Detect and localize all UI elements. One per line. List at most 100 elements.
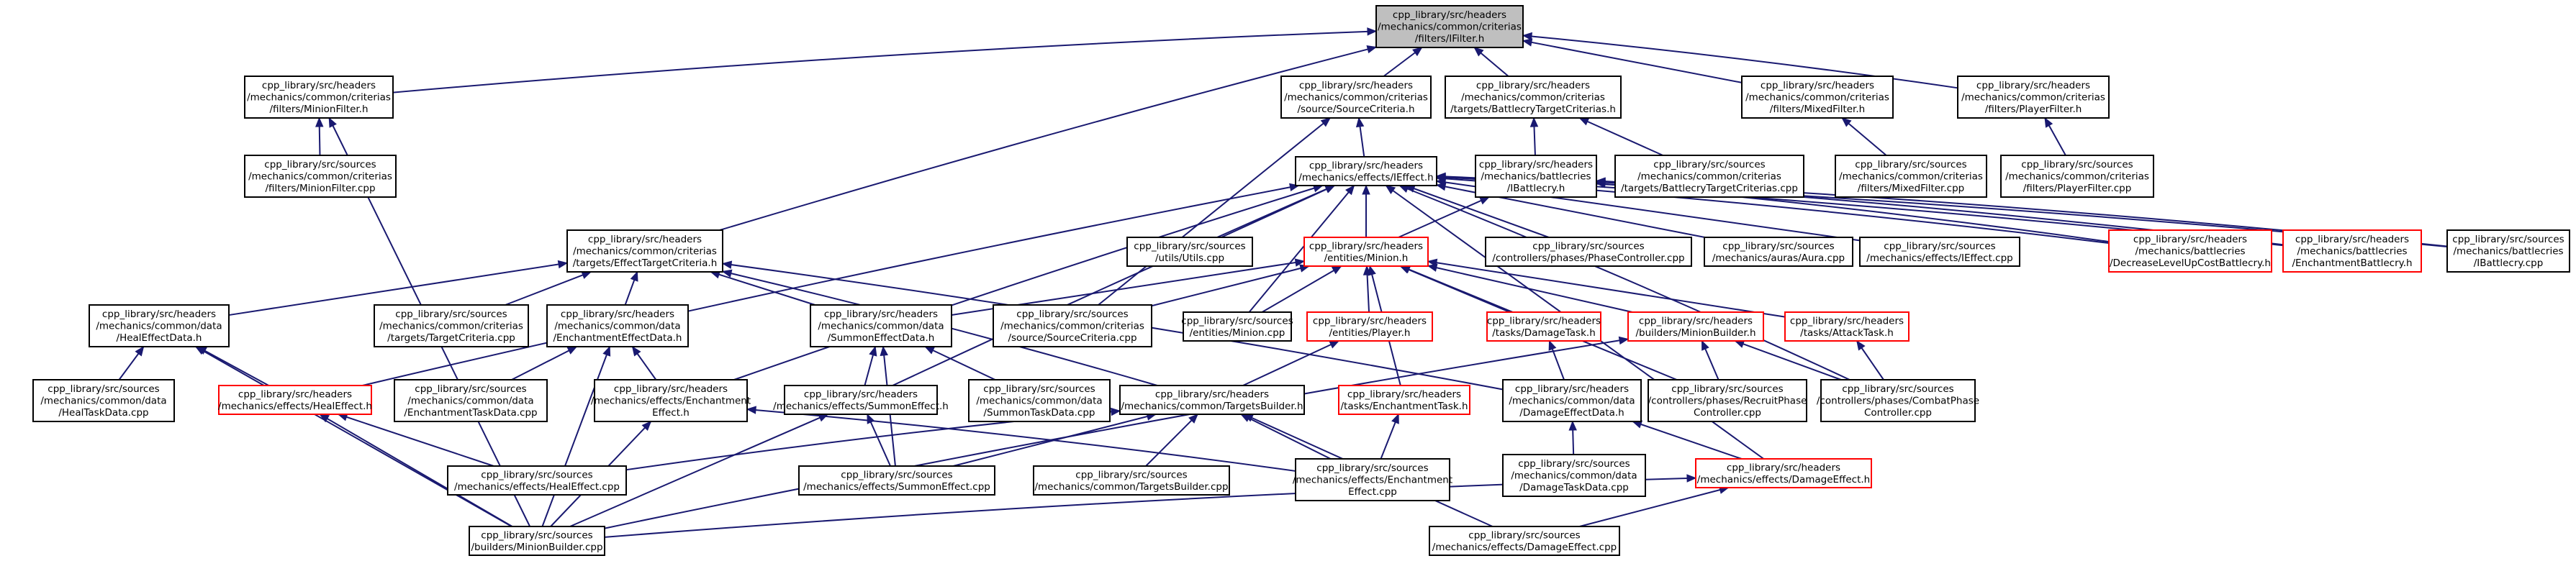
file-node-damageeffectdata-h[interactable]: cpp_library/src/headers/mechanics/common…	[1502, 379, 1642, 422]
edge-arrowhead	[867, 413, 875, 424]
file-node-enchantmenttask-h[interactable]: cpp_library/src/headers/tasks/Enchantmen…	[1338, 385, 1470, 415]
file-node-ibattlecry-h[interactable]: cpp_library/src/headers/mechanics/battle…	[1475, 155, 1597, 198]
node-label-line: /utils/Utils.cpp	[1155, 252, 1224, 264]
file-node-sourcecriteria-h[interactable]: cpp_library/src/headers/mechanics/common…	[1280, 76, 1432, 119]
file-node-combatphase-cpp[interactable]: cpp_library/src/sources/controllers/phas…	[1817, 379, 1979, 422]
node-label-line: /mechanics/common/data	[407, 396, 533, 407]
file-node-targetsbuilder-h[interactable]: cpp_library/src/headers/mechanics/common…	[1119, 385, 1305, 415]
file-node-healtaskdata-cpp[interactable]: cpp_library/src/sources/mechanics/common…	[32, 379, 175, 422]
file-node-summoneffect-cpp[interactable]: cpp_library/src/sources/mechanics/effect…	[798, 465, 995, 496]
edge-arrowhead	[1595, 177, 1606, 186]
node-label-line: /mechanics/common/criterias	[1637, 171, 1781, 183]
file-node-enchantmentbattlecry-h[interactable]: cpp_library/src/headers/mechanics/battle…	[2282, 229, 2422, 273]
node-label-line: cpp_library/src/sources	[481, 529, 592, 541]
node-label-line: Controller.cpp	[1864, 407, 1932, 419]
dependency-edge	[569, 414, 828, 527]
file-node-mixedfilter-cpp[interactable]: cpp_library/src/sources/mechanics/common…	[1835, 155, 1987, 198]
file-node-attacktask-h[interactable]: cpp_library/src/headers/tasks/AttackTask…	[1784, 311, 1910, 342]
file-node-healeffectdata-h[interactable]: cpp_library/src/headers/mechanics/common…	[89, 304, 230, 347]
node-label-line: /mechanics/effects/IEffect.h	[1298, 172, 1433, 183]
node-label-line: cpp_library/src/headers	[614, 383, 728, 395]
edge-arrowhead	[721, 269, 733, 278]
node-label-line: /mechanics/common/criterias	[1378, 22, 1522, 33]
node-label-line: /filters/MixedFilter.cpp	[1858, 183, 1964, 194]
file-node-enchantmenteffectdata-h[interactable]: cpp_library/src/headers/mechanics/common…	[546, 304, 689, 347]
node-label-line: /HealTaskData.cpp	[58, 407, 148, 419]
node-box	[1445, 76, 1622, 119]
node-label-line: cpp_library/src/sources	[395, 309, 507, 320]
file-node-decreaselevel-h[interactable]: cpp_library/src/headers/mechanics/battle…	[2108, 229, 2272, 273]
node-label-line: /targets/BattlecryTargetCriterias.cpp	[1621, 183, 1798, 194]
file-node-sourcecriteria-cpp[interactable]: cpp_library/src/sources/mechanics/common…	[993, 304, 1152, 347]
file-node-playerfilter-h[interactable]: cpp_library/src/headers/mechanics/common…	[1957, 76, 2110, 119]
file-node-damageeffect-cpp[interactable]: cpp_library/src/sources/mechanics/effect…	[1429, 526, 1620, 556]
node-box	[218, 385, 372, 415]
edge-arrowhead	[1294, 258, 1306, 267]
file-node-recruitphase-cpp[interactable]: cpp_library/src/sources/controllers/phas…	[1648, 379, 1807, 422]
edge-arrowhead	[1368, 265, 1376, 276]
node-label-line: cpp_library/src/headers	[1479, 159, 1593, 170]
node-label-line: /mechanics/common/criterias	[2005, 171, 2149, 183]
file-node-minion-h[interactable]: cpp_library/src/headers/entities/Minion.…	[1303, 237, 1429, 267]
node-label-line: cpp_library/src/headers	[1299, 80, 1413, 91]
file-node-healeffect-h[interactable]: cpp_library/src/headers/mechanics/effect…	[218, 385, 372, 415]
file-node-mixedfilter-h[interactable]: cpp_library/src/headers/mechanics/common…	[1741, 76, 1894, 119]
node-box	[1338, 385, 1470, 415]
file-node-damagetaskdata-cpp[interactable]: cpp_library/src/sources/mechanics/common…	[1502, 454, 1646, 497]
node-label-line: /mechanics/auras/Aura.cpp	[1712, 252, 1845, 264]
edge-arrowhead	[1618, 336, 1630, 345]
file-node-damagetask-h[interactable]: cpp_library/src/headers/tasks/DamageTask…	[1486, 311, 1601, 342]
dependency-edge	[1242, 340, 1339, 386]
file-node-playerfilter-cpp[interactable]: cpp_library/src/sources/mechanics/common…	[2000, 155, 2154, 198]
file-node-minionfilter-cpp[interactable]: cpp_library/src/sources/mechanics/common…	[244, 155, 397, 198]
file-node-targetsbuilder-cpp[interactable]: cpp_library/src/sources/mechanics/common…	[1033, 465, 1230, 496]
node-label-line: cpp_library/src/sources	[415, 383, 526, 395]
file-node-battlecrytarget-cpp[interactable]: cpp_library/src/sources/mechanics/common…	[1614, 155, 1804, 198]
file-node-minionbuilder-h[interactable]: cpp_library/src/headers/builders/MinionB…	[1627, 311, 1764, 342]
file-node-summontaskdata-cpp[interactable]: cpp_library/src/sources/mechanics/common…	[968, 379, 1111, 422]
file-node-aura-cpp[interactable]: cpp_library/src/sources/mechanics/auras/…	[1704, 237, 1853, 267]
file-node-enchantmenttaskdata-cpp[interactable]: cpp_library/src/sources/mechanics/common…	[394, 379, 548, 422]
dependency-edge	[1398, 185, 1850, 380]
node-label-line: cpp_library/src/headers	[561, 309, 674, 320]
file-node-summoneffectdata-h[interactable]: cpp_library/src/headers/mechanics/common…	[810, 304, 952, 347]
file-node-enchantmenteffect-h[interactable]: cpp_library/src/headers/mechanics/effect…	[591, 379, 751, 422]
edge-arrowhead	[641, 421, 652, 432]
dependency-edge	[1240, 414, 1332, 460]
node-box	[1126, 237, 1253, 267]
file-node-battlecrytarget-h[interactable]: cpp_library/src/headers/mechanics/common…	[1445, 76, 1622, 119]
dependency-edge	[1579, 117, 1663, 156]
file-node-ieffect-cpp[interactable]: cpp_library/src/sources/mechanics/effect…	[1859, 237, 2020, 267]
nodes-layer: cpp_library/src/headers/mechanics/common…	[32, 5, 2570, 556]
edge-arrowhead	[1701, 339, 1709, 351]
node-label-line: cpp_library/src/sources	[48, 383, 159, 395]
file-node-player-h[interactable]: cpp_library/src/headers/entities/Player.…	[1306, 311, 1433, 342]
file-node-ibattlecry-cpp[interactable]: cpp_library/src/sources/mechanics/battle…	[2446, 229, 2570, 273]
edge-arrowhead	[1366, 45, 1378, 54]
file-node-ieffect-h[interactable]: cpp_library/src/headers/mechanics/effect…	[1295, 156, 1437, 186]
file-node-enchantmenteffect-cpp[interactable]: cpp_library/src/sources/mechanics/effect…	[1293, 458, 1452, 501]
node-label-line: Effect.cpp	[1348, 486, 1397, 498]
node-label-line: /targets/EffectTargetCriteria.h	[573, 257, 718, 269]
file-node-targetcriteria-cpp[interactable]: cpp_library/src/sources/mechanics/common…	[374, 304, 529, 347]
file-node-damageeffect-h[interactable]: cpp_library/src/headers/mechanics/effect…	[1695, 458, 1872, 488]
node-label-line: cpp_library/src/sources	[1016, 309, 1128, 320]
node-label-line: /mechanics/common/data	[1509, 396, 1635, 407]
node-box	[798, 465, 995, 496]
file-node-healeffect-cpp[interactable]: cpp_library/src/sources/mechanics/effect…	[447, 465, 627, 496]
node-label-line: /controllers/phases/PhaseController.cpp	[1492, 252, 1684, 264]
file-node-minionbuilder-cpp[interactable]: cpp_library/src/sources/builders/MinionB…	[469, 526, 605, 556]
file-node-summoneffect-h[interactable]: cpp_library/src/headers/mechanics/effect…	[773, 385, 949, 415]
file-node-utils-cpp[interactable]: cpp_library/src/sources/utils/Utils.cpp	[1126, 237, 1253, 267]
file-node-minionfilter-h[interactable]: cpp_library/src/headers/mechanics/common…	[244, 76, 394, 119]
node-label-line: /mechanics/effects/HealEffect.h	[218, 401, 372, 412]
node-label-line: /EnchantmentBattlecry.h	[2292, 257, 2412, 269]
node-label-line: /mechanics/effects/SummonEffect.cpp	[803, 481, 990, 493]
file-node-ifilter[interactable]: cpp_library/src/headers/mechanics/common…	[1375, 5, 1524, 48]
node-label-line: /mechanics/common/criterias	[1284, 92, 1428, 104]
edge-arrowhead	[631, 345, 641, 357]
file-node-phasecontroller-cpp[interactable]: cpp_library/src/sources/controllers/phas…	[1485, 237, 1692, 267]
file-node-minion-cpp[interactable]: cpp_library/src/sources/entities/Minion.…	[1181, 311, 1293, 342]
dependency-edge	[1098, 117, 1331, 306]
file-node-effecttarget-h[interactable]: cpp_library/src/headers/mechanics/common…	[566, 229, 723, 273]
